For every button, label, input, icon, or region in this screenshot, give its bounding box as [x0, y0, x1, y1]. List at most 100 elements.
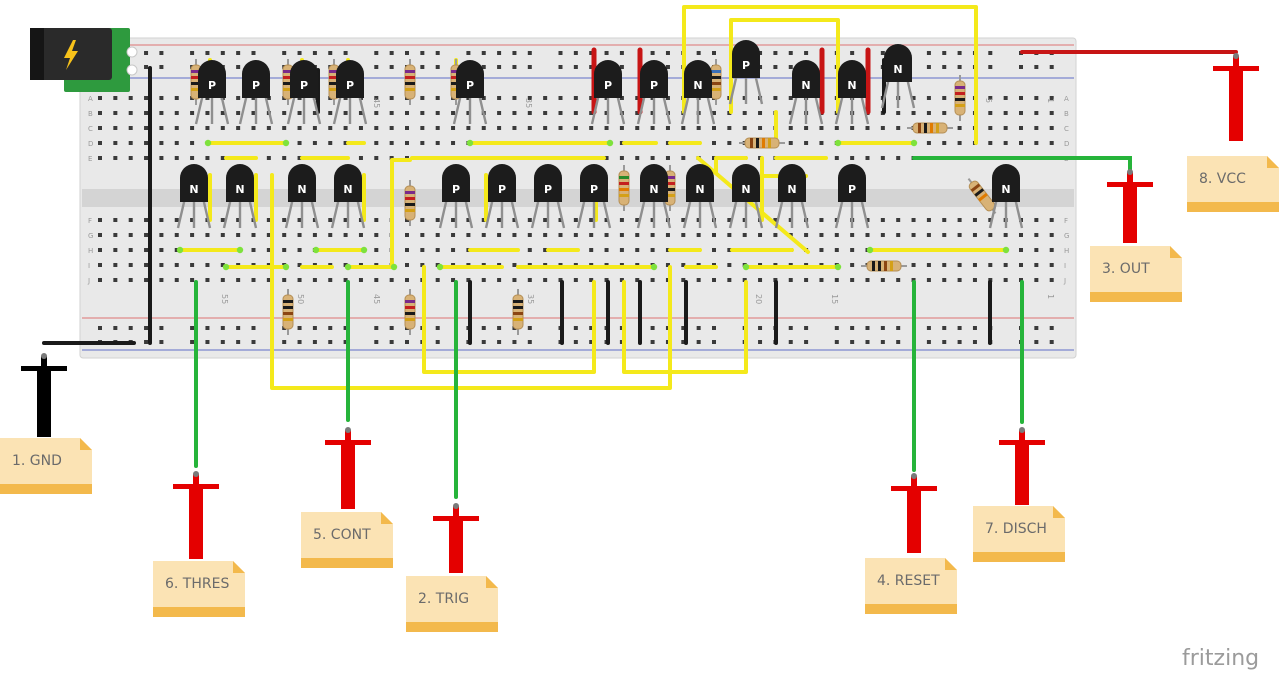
transistor: N: [988, 164, 1024, 229]
wire-end: [344, 263, 352, 271]
transistor: N: [788, 60, 824, 125]
transistor: N: [880, 44, 916, 109]
wire-end: [222, 263, 230, 271]
pin-label-note: 6. THRES: [153, 561, 245, 617]
row-letter: F: [88, 217, 92, 225]
resistor: [967, 178, 997, 214]
wire-end: [236, 246, 244, 254]
pin-label-note: 3. OUT: [1090, 246, 1182, 302]
transistor-type-label: N: [893, 63, 902, 76]
wire-end: [866, 246, 874, 254]
transistor-type-label: N: [847, 79, 856, 92]
row-letter: F: [1064, 217, 1068, 225]
wire-end: [650, 263, 658, 271]
transistor-type-label: N: [695, 183, 704, 196]
column-number: 15: [830, 294, 839, 304]
row-letter: G: [88, 232, 93, 240]
wire-end: [606, 139, 614, 147]
column-number: 35: [524, 98, 533, 108]
transistor-type-label: N: [787, 183, 796, 196]
wire-end: [312, 246, 320, 254]
transistor: P: [590, 60, 626, 125]
transistor-type-label: N: [1001, 183, 1010, 196]
wire-end: [834, 263, 842, 271]
row-letter: B: [1064, 110, 1069, 118]
row-letter: I: [1064, 262, 1066, 270]
transistor-type-label: N: [297, 183, 306, 196]
black-wires: [42, 58, 992, 345]
transistor: N: [680, 60, 716, 125]
transistor-type-label: N: [741, 183, 750, 196]
pin-label-text: 3. OUT: [1102, 261, 1150, 277]
column-number: 1: [1046, 294, 1055, 299]
test-probe: [1107, 169, 1153, 243]
column-number: 45: [372, 294, 381, 304]
transistor: P: [636, 60, 672, 125]
transistor-type-label: P: [650, 79, 658, 92]
row-letter: H: [88, 247, 93, 255]
test-probe: [891, 473, 937, 553]
row-letter: I: [88, 262, 90, 270]
transistor: N: [330, 164, 366, 229]
transistor-type-label: N: [801, 79, 810, 92]
transistor-type-label: P: [208, 79, 216, 92]
short-yellow-jumpers: [176, 58, 1010, 271]
transistor: N: [636, 164, 672, 229]
row-letter: A: [88, 95, 93, 103]
wire-end: [834, 139, 842, 147]
transistor-type-label: N: [235, 183, 244, 196]
pin-label-text: 1. GND: [12, 453, 62, 469]
pin-label-text: 4. RESET: [877, 573, 940, 589]
transistor: P: [530, 164, 566, 229]
transistor-type-label: P: [604, 79, 612, 92]
transistor: P: [332, 60, 368, 125]
transistor-type-label: P: [452, 183, 460, 196]
wire-end: [1002, 246, 1010, 254]
column-number: 45: [372, 98, 381, 108]
transistor-type-label: N: [343, 183, 352, 196]
transistor-type-label: P: [742, 59, 750, 72]
column-number: 50: [296, 294, 305, 304]
resistor: [954, 75, 966, 121]
row-letter: E: [88, 155, 92, 163]
row-letter: J: [1063, 277, 1066, 285]
wire-end: [910, 139, 918, 147]
transistor-type-label: P: [498, 183, 506, 196]
wire-end: [282, 263, 290, 271]
lightning-icon: [64, 40, 78, 70]
resistor: [739, 137, 785, 149]
pin-label-text: 5. CONT: [313, 527, 371, 543]
transistor-type-label: P: [346, 79, 354, 92]
transistor: N: [728, 164, 764, 229]
test-probe: [999, 427, 1045, 505]
resistor: [404, 59, 416, 105]
transistor-type-label: P: [300, 79, 308, 92]
pin-label-note: 4. RESET: [865, 558, 957, 614]
pin-label-note: 7. DISCH: [973, 506, 1065, 562]
transistor: P: [238, 60, 274, 125]
transistor: N: [682, 164, 718, 229]
transistor: P: [438, 164, 474, 229]
pin-probes: [21, 53, 1259, 573]
row-letter: B: [88, 110, 93, 118]
pin-label-text: 2. TRIG: [418, 591, 469, 607]
wire-end: [360, 246, 368, 254]
wire-end: [436, 263, 444, 271]
transistor: N: [222, 164, 258, 229]
row-letter: D: [88, 140, 93, 148]
row-letter: D: [1064, 140, 1069, 148]
column-number: 55: [220, 294, 229, 304]
transistor: P: [286, 60, 322, 125]
transistor: P: [452, 60, 488, 125]
transistor: P: [484, 164, 520, 229]
row-letter: C: [1064, 125, 1069, 133]
test-probe: [21, 353, 67, 437]
wire-end: [204, 139, 212, 147]
resistor: [710, 59, 722, 105]
pin-label-text: 7. DISCH: [985, 521, 1047, 537]
wire-end: [282, 139, 290, 147]
transistor: N: [834, 60, 870, 125]
